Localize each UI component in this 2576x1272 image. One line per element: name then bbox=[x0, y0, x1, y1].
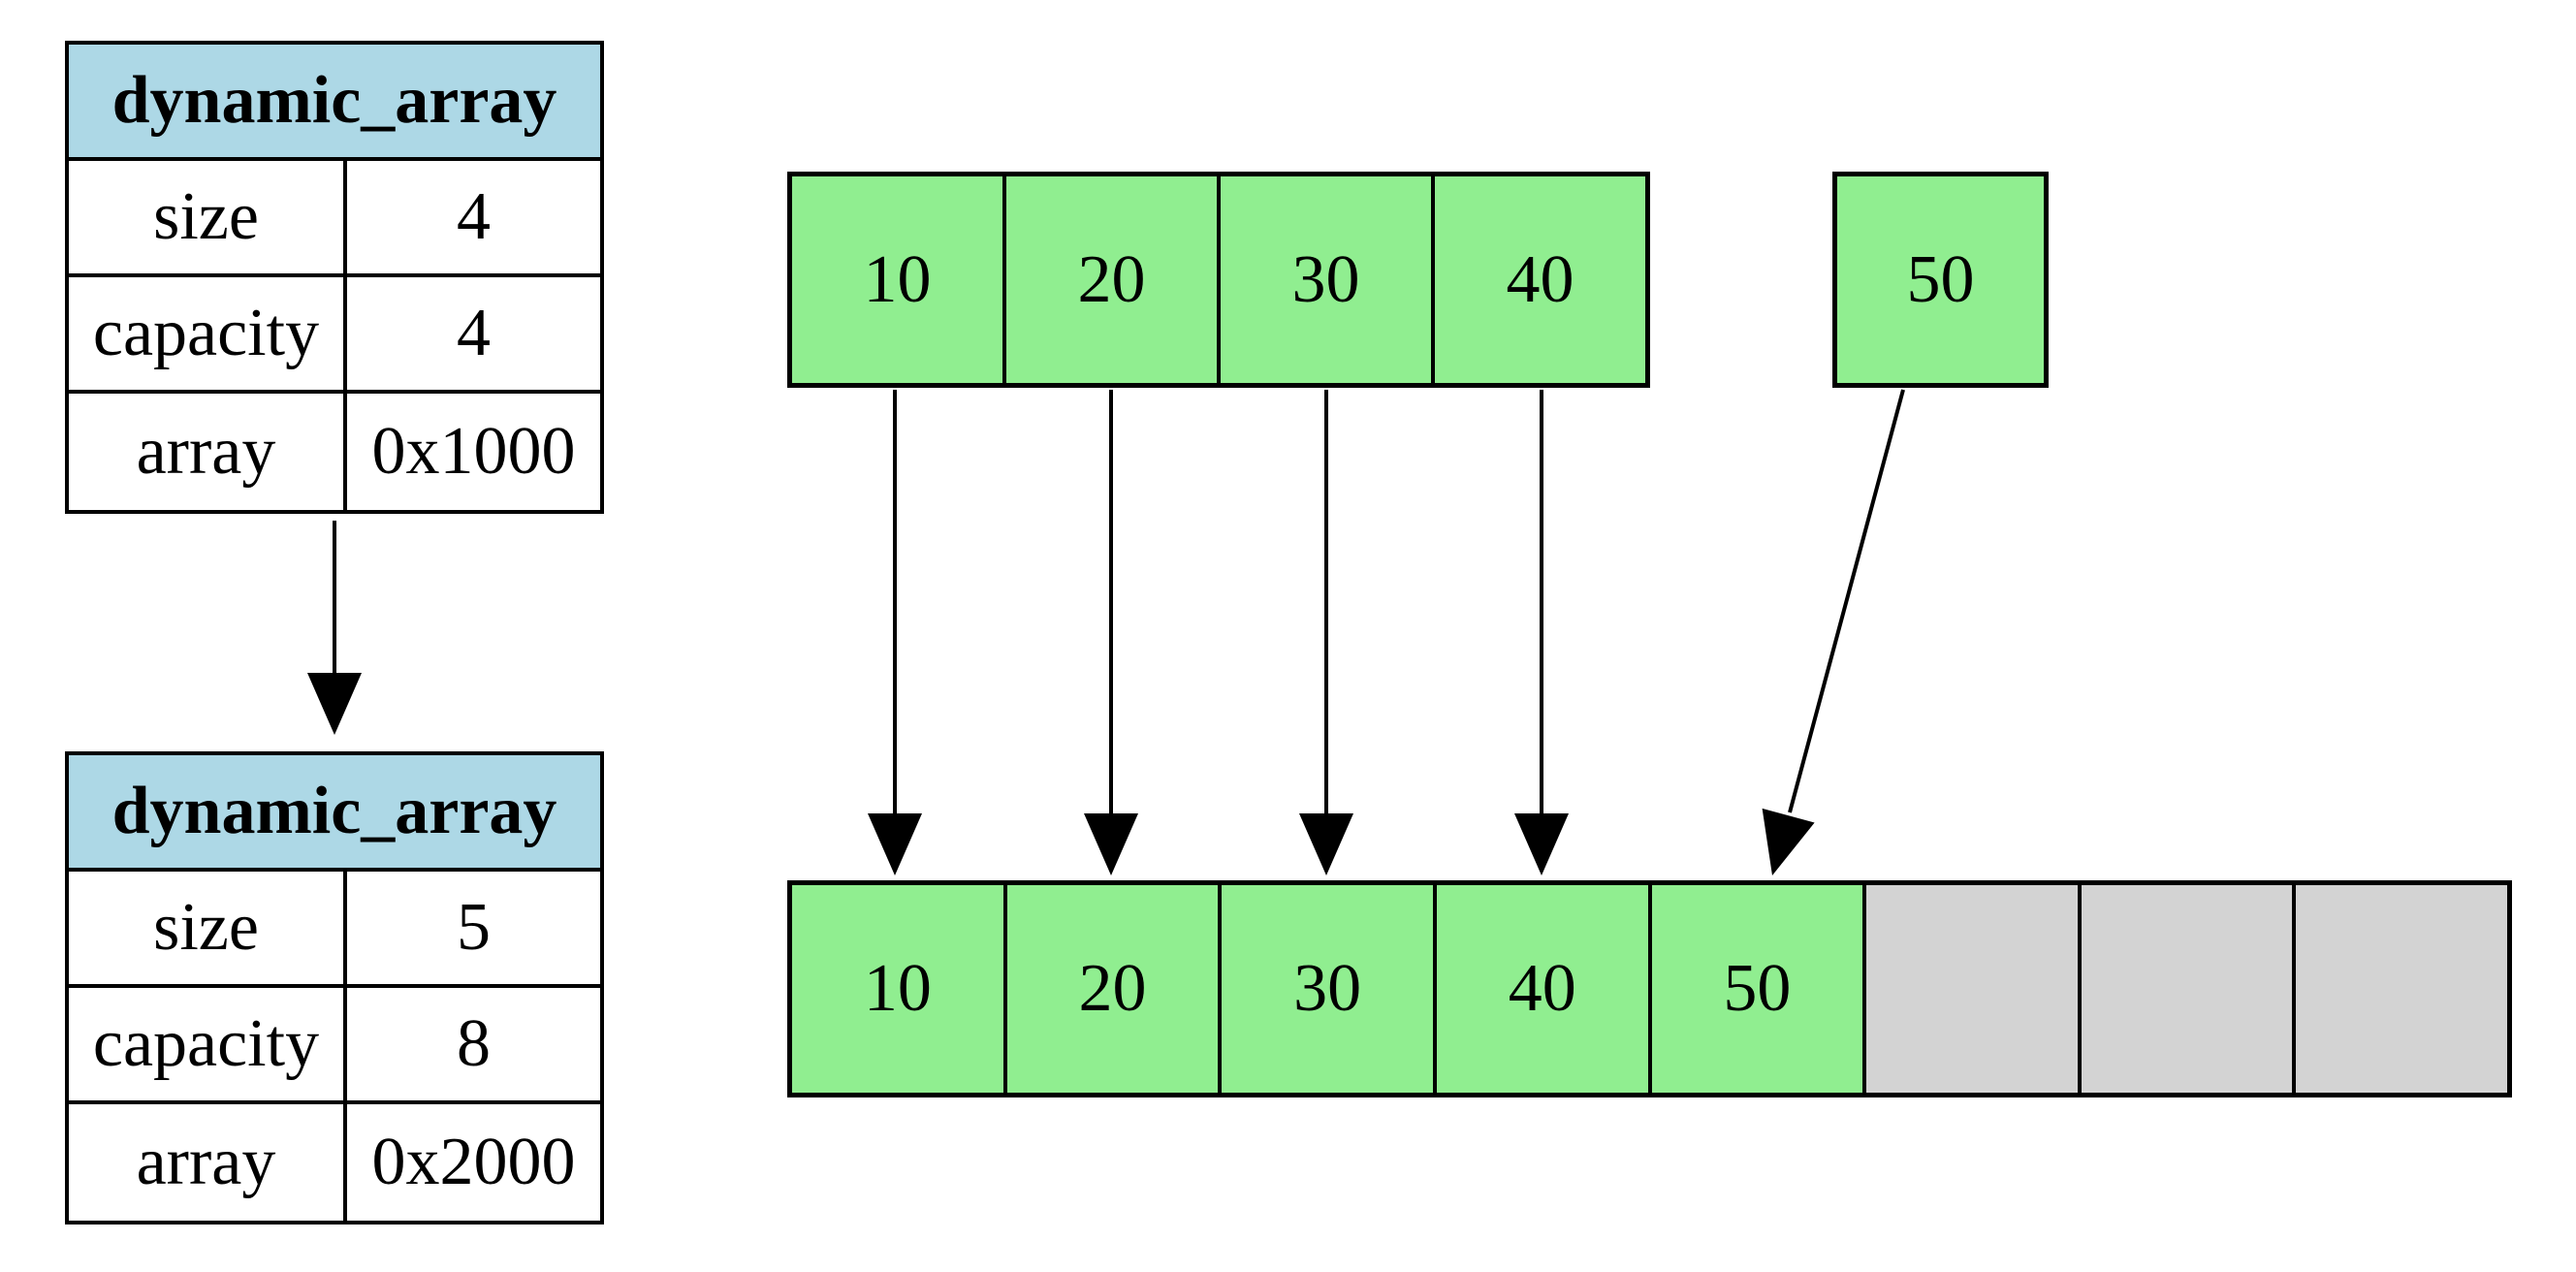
new-array-cell: 20 bbox=[1002, 885, 1219, 1093]
append-arrow-icon bbox=[1762, 389, 1905, 875]
struct-after-title: dynamic_array bbox=[69, 755, 600, 872]
copy-arrow-icon bbox=[1084, 390, 1138, 875]
new-array: 10 20 30 40 50 bbox=[787, 880, 2512, 1097]
copy-arrow-icon bbox=[1299, 390, 1353, 875]
struct-after-array-value: 0x2000 bbox=[347, 1104, 600, 1221]
old-array-cell: 10 bbox=[792, 176, 1002, 383]
copy-arrow-icon bbox=[1514, 390, 1569, 875]
old-array-cell: 40 bbox=[1431, 176, 1645, 383]
new-array-empty-cell bbox=[2077, 885, 2293, 1093]
struct-after-size-label: size bbox=[69, 872, 347, 988]
copy-arrow-icon bbox=[868, 390, 922, 875]
struct-after-array-label: array bbox=[69, 1104, 347, 1221]
old-array-cell: 30 bbox=[1217, 176, 1431, 383]
new-array-empty-cell bbox=[2292, 885, 2507, 1093]
struct-before-array-label: array bbox=[69, 394, 347, 510]
new-array-cell: 10 bbox=[792, 885, 1003, 1093]
struct-before-title: dynamic_array bbox=[69, 45, 600, 161]
struct-before-size-label: size bbox=[69, 161, 347, 277]
struct-before-size-value: 4 bbox=[347, 161, 600, 277]
struct-before-array-value: 0x1000 bbox=[347, 394, 600, 510]
struct-table-before: dynamic_array size 4 capacity 4 array 0x… bbox=[65, 41, 604, 514]
new-array-cell: 40 bbox=[1432, 885, 1648, 1093]
new-element-box: 50 bbox=[1832, 172, 2049, 388]
struct-after-capacity-label: capacity bbox=[69, 988, 347, 1104]
struct-before-capacity-value: 4 bbox=[347, 277, 600, 394]
resize-arrow-icon bbox=[307, 521, 362, 735]
struct-after-capacity-value: 8 bbox=[347, 988, 600, 1104]
old-array: 10 20 30 40 bbox=[787, 172, 1650, 388]
new-array-cell: 30 bbox=[1218, 885, 1433, 1093]
struct-before-capacity-label: capacity bbox=[69, 277, 347, 394]
new-array-empty-cell bbox=[1862, 885, 2078, 1093]
new-array-cell: 50 bbox=[1647, 885, 1863, 1093]
old-array-cell: 20 bbox=[1002, 176, 1217, 383]
struct-after-size-value: 5 bbox=[347, 872, 600, 988]
struct-table-after: dynamic_array size 5 capacity 8 array 0x… bbox=[65, 751, 604, 1224]
